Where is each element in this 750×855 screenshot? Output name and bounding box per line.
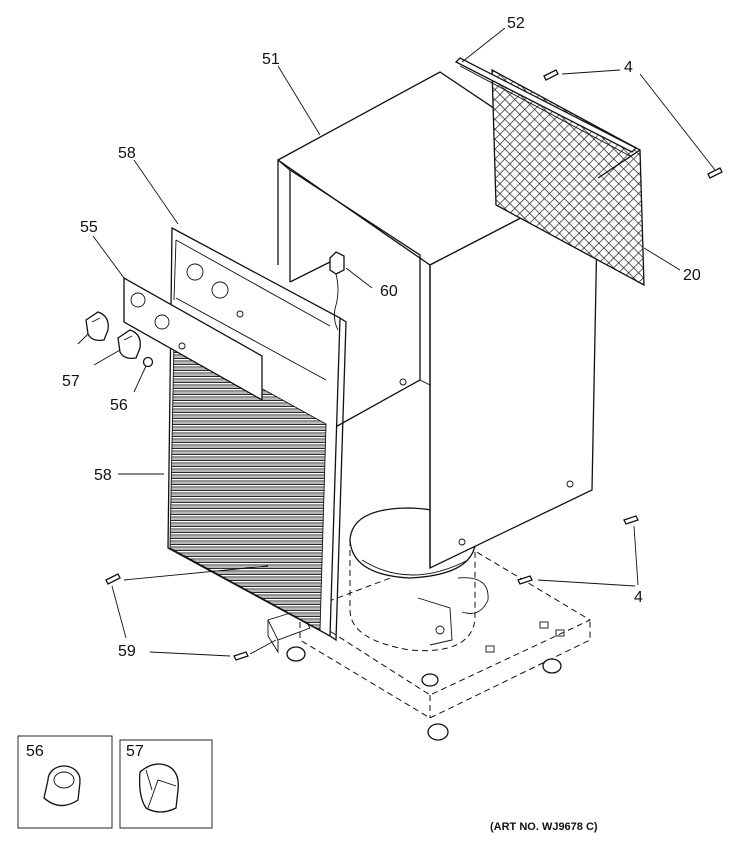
back-grille (491, 68, 645, 287)
front-grille (167, 226, 347, 642)
art-number: (ART NO. WJ9678 C) (490, 821, 598, 833)
callout-59: 59 (118, 643, 136, 660)
callout-52: 52 (507, 15, 525, 32)
inset-56-label: 56 (26, 743, 44, 760)
inset-57: 57 (119, 739, 213, 829)
inset-57-label: 57 (126, 743, 144, 760)
callout-4-bottom: 4 (634, 589, 643, 606)
callout-58-top: 58 (118, 145, 136, 162)
callout-60: 60 (380, 283, 398, 300)
callout-20: 20 (683, 267, 701, 284)
base-pan (267, 547, 592, 741)
wheel (286, 646, 562, 741)
control-panel (123, 276, 263, 402)
wire-clip (329, 251, 345, 331)
screw (105, 69, 723, 661)
callout-51: 51 (262, 51, 280, 68)
knob (85, 311, 141, 360)
button (142, 356, 154, 368)
callout-58-mid: 58 (94, 467, 112, 484)
callout-56: 56 (110, 397, 128, 414)
callout-4-top: 4 (624, 59, 633, 76)
leader-lines (77, 27, 716, 657)
top-rail (454, 57, 638, 157)
callout-57: 57 (62, 373, 80, 390)
inset-56: 56 (17, 735, 113, 829)
callout-55: 55 (80, 219, 98, 236)
